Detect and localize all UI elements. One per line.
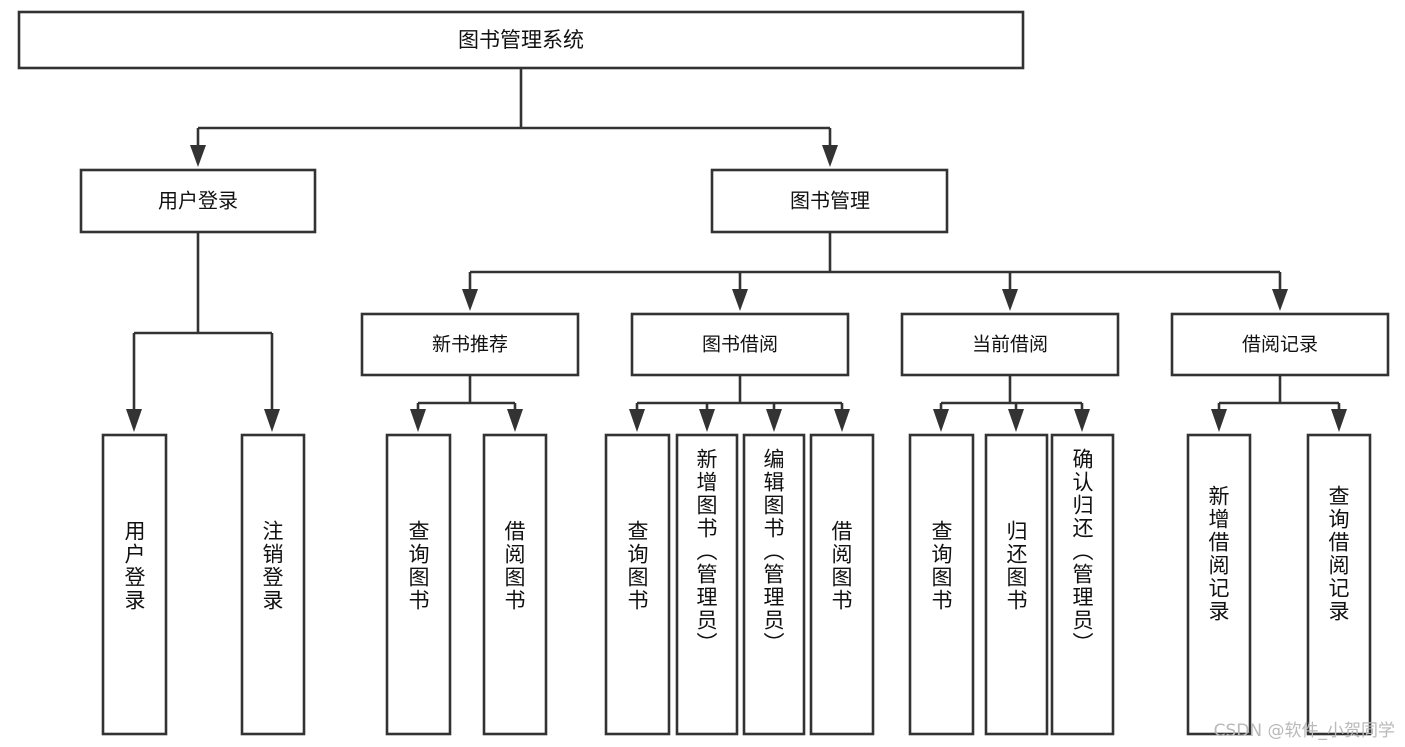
- node-borrow-records-label: 借阅记录: [1242, 334, 1318, 356]
- node-book-management-label: 图书管理: [790, 189, 870, 213]
- node-leaf-add-book-admin[interactable]: 新增图书（管理员）: [675, 433, 739, 736]
- arrowhead-newbook-to-leaf2: [507, 409, 523, 432]
- node-leaf-borrow-book-label: 借阅图书: [829, 520, 853, 612]
- node-leaf-edit-book-admin-label: 编辑图书（管理员）: [761, 448, 785, 655]
- arrowhead-borrow-to-leaf1: [629, 409, 645, 432]
- node-leaf-confirm-return-admin-box[interactable]: [1050, 433, 1115, 736]
- arrowhead-newbook-to-leaf1: [410, 409, 426, 432]
- arrowhead-current-to-leaf2: [1008, 409, 1024, 432]
- node-leaf-query-book-newbook-label: 查询图书: [406, 520, 430, 612]
- arrowhead-records-to-leaf1: [1211, 409, 1227, 432]
- node-leaf-query-book-borrow-box[interactable]: [604, 433, 671, 736]
- arrowhead-borrow-to-leaf3: [766, 409, 782, 432]
- node-book-borrow-box[interactable]: [630, 312, 850, 377]
- node-leaf-edit-book-admin-box[interactable]: [742, 433, 806, 736]
- node-leaf-return-book-label: 归还图书: [1004, 520, 1028, 612]
- node-book-management-box[interactable]: [710, 168, 949, 234]
- arrowhead-bookmgmt-to-borrow: [732, 289, 748, 311]
- node-leaf-user-login-label: 用户登录: [122, 520, 146, 612]
- node-leaf-add-book-admin-box[interactable]: [675, 433, 739, 736]
- node-leaf-query-borrow-record-label: 查询借阅记录: [1326, 485, 1350, 623]
- node-leaf-logout[interactable]: 注销登录: [240, 433, 306, 736]
- node-user-login-label: 用户登录: [158, 189, 238, 213]
- node-leaf-return-book-box[interactable]: [984, 433, 1049, 736]
- arrowhead-bookmgmt-to-current: [1002, 289, 1018, 311]
- node-leaf-query-book-current-box[interactable]: [908, 433, 975, 736]
- node-current-borrow[interactable]: 当前借阅: [900, 312, 1120, 377]
- node-user-login[interactable]: 用户登录: [79, 168, 317, 234]
- node-leaf-query-borrow-record[interactable]: 查询借阅记录: [1306, 433, 1372, 736]
- node-leaf-add-borrow-record-box[interactable]: [1186, 433, 1252, 736]
- node-leaf-query-book-borrow[interactable]: 查询图书: [604, 433, 671, 736]
- arrowhead-records-to-leaf2: [1331, 409, 1347, 432]
- node-leaf-logout-label: 注销登录: [260, 520, 284, 612]
- node-new-book-recommend[interactable]: 新书推荐: [360, 312, 580, 377]
- node-book-management[interactable]: 图书管理: [710, 168, 949, 234]
- node-borrow-records-box[interactable]: [1170, 312, 1390, 377]
- node-book-borrow-label: 图书借阅: [702, 334, 778, 356]
- node-leaf-query-book-borrow-label: 查询图书: [625, 520, 649, 612]
- node-root-box[interactable]: [17, 10, 1025, 70]
- arrowhead-root-to-book-mgmt: [822, 145, 838, 167]
- node-leaf-edit-book-admin[interactable]: 编辑图书（管理员）: [742, 433, 806, 736]
- node-borrow-records[interactable]: 借阅记录: [1170, 312, 1390, 377]
- arrowhead-current-to-leaf3: [1074, 409, 1090, 432]
- node-leaf-query-book-current-label: 查询图书: [929, 520, 953, 612]
- node-leaf-confirm-return-admin[interactable]: 确认归还（管理员）: [1050, 433, 1115, 736]
- node-root-label: 图书管理系统: [458, 28, 584, 52]
- node-leaf-query-book-current[interactable]: 查询图书: [908, 433, 975, 736]
- node-leaf-borrow-book-newbook[interactable]: 借阅图书: [482, 433, 548, 736]
- node-current-borrow-box[interactable]: [900, 312, 1120, 377]
- node-leaf-borrow-book-box[interactable]: [809, 433, 875, 736]
- node-leaf-return-book[interactable]: 归还图书: [984, 433, 1049, 736]
- node-root[interactable]: 图书管理系统: [17, 10, 1025, 70]
- node-leaf-add-book-admin-label: 新增图书（管理员）: [694, 448, 718, 655]
- node-new-book-recommend-box[interactable]: [360, 312, 580, 377]
- node-leaf-add-borrow-record-label: 新增借阅记录: [1206, 485, 1230, 623]
- arrowhead-root-to-user-login: [190, 145, 206, 167]
- node-leaf-query-book-newbook-box[interactable]: [385, 433, 452, 736]
- arrowhead-userlogin-to-leaf2: [264, 409, 280, 432]
- arrowhead-bookmgmt-to-newbook: [462, 289, 478, 311]
- arrowhead-current-to-leaf1: [933, 409, 949, 432]
- node-leaf-logout-box[interactable]: [240, 433, 306, 736]
- node-current-borrow-label: 当前借阅: [972, 334, 1048, 356]
- node-new-book-recommend-label: 新书推荐: [432, 334, 508, 356]
- arrowhead-bookmgmt-to-records: [1272, 289, 1288, 311]
- connector-layer: [126, 68, 1347, 432]
- arrowhead-userlogin-to-leaf1: [126, 409, 142, 432]
- node-leaf-query-book-newbook[interactable]: 查询图书: [385, 433, 452, 736]
- node-leaf-borrow-book-newbook-box[interactable]: [482, 433, 548, 736]
- arrowhead-borrow-to-leaf2: [699, 409, 715, 432]
- node-leaf-query-borrow-record-box[interactable]: [1306, 433, 1372, 736]
- node-leaf-add-borrow-record[interactable]: 新增借阅记录: [1186, 433, 1252, 736]
- node-leaf-user-login[interactable]: 用户登录: [101, 433, 168, 736]
- arrowhead-borrow-to-leaf4: [834, 409, 850, 432]
- node-leaf-borrow-book[interactable]: 借阅图书: [809, 433, 875, 736]
- node-leaf-borrow-book-newbook-label: 借阅图书: [502, 520, 526, 612]
- node-book-borrow[interactable]: 图书借阅: [630, 312, 850, 377]
- node-leaf-user-login-box[interactable]: [101, 433, 168, 736]
- node-leaf-confirm-return-admin-label: 确认归还（管理员）: [1070, 448, 1094, 655]
- node-user-login-box[interactable]: [79, 168, 317, 234]
